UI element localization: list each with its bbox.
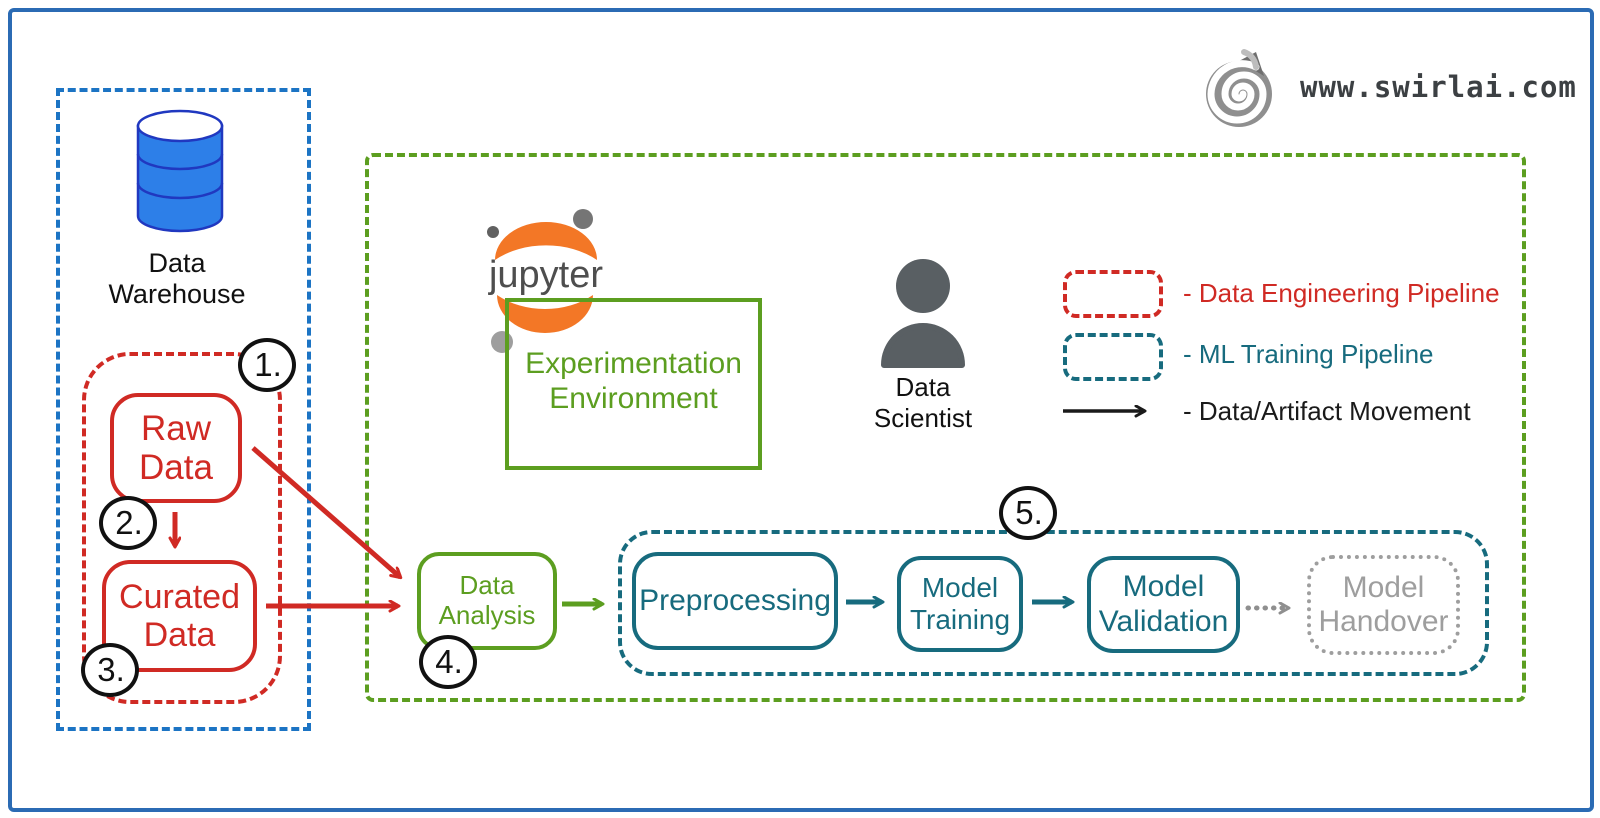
data-analysis-node: Data Analysis — [417, 552, 557, 650]
preprocessing-label: Preprocessing — [639, 584, 831, 617]
experimentation-environment-region — [365, 153, 1526, 702]
jupyter-wordmark: jupyter — [488, 254, 604, 296]
model-training-label: Model Training — [909, 571, 1011, 635]
ml-training-pipeline-region — [618, 530, 1489, 676]
legend-label-ml-training: - ML Training Pipeline — [1183, 339, 1434, 369]
legend-label-movement: - Data/Artifact Movement — [1183, 396, 1471, 426]
model-handover-label: Model Handover — [1318, 570, 1449, 639]
step-badge-2: 2. — [99, 496, 157, 550]
experimentation-environment-box: Experimentation Environment — [505, 298, 762, 470]
legend-label-data-engineering: - Data Engineering Pipeline — [1183, 278, 1500, 308]
model-validation-node: Model Validation — [1087, 556, 1240, 653]
raw-data-label: Raw Data — [139, 408, 213, 487]
model-handover-node: Model Handover — [1307, 555, 1460, 655]
step-badge-4: 4. — [419, 635, 477, 689]
curated-data-node: Curated Data — [102, 560, 257, 672]
preprocessing-node: Preprocessing — [632, 552, 838, 650]
raw-data-node: Raw Data — [110, 393, 242, 503]
step-badge-3: 3. — [81, 643, 139, 697]
experimentation-environment-label: Experimentation Environment — [525, 347, 742, 416]
database-icon — [136, 109, 224, 233]
curated-data-label: Curated Data — [119, 577, 240, 654]
legend-swatch-ml-training — [1063, 333, 1163, 381]
data-warehouse-label: Data Warehouse — [108, 248, 246, 310]
outer-frame — [8, 8, 1594, 812]
data-warehouse-region — [56, 88, 311, 731]
model-training-node: Model Training — [897, 556, 1023, 652]
data-scientist-label: Data Scientist — [873, 372, 973, 433]
legend-swatch-data-engineering — [1063, 270, 1163, 318]
model-validation-label: Model Validation — [1098, 570, 1229, 638]
website-url: www.swirlai.com — [1300, 70, 1577, 104]
data-analysis-label: Data Analysis — [438, 570, 536, 630]
step-badge-5: 5. — [999, 486, 1057, 540]
person-icon — [881, 259, 965, 368]
step-badge-1: 1. — [238, 338, 296, 392]
swirl-icon — [1206, 49, 1272, 127]
